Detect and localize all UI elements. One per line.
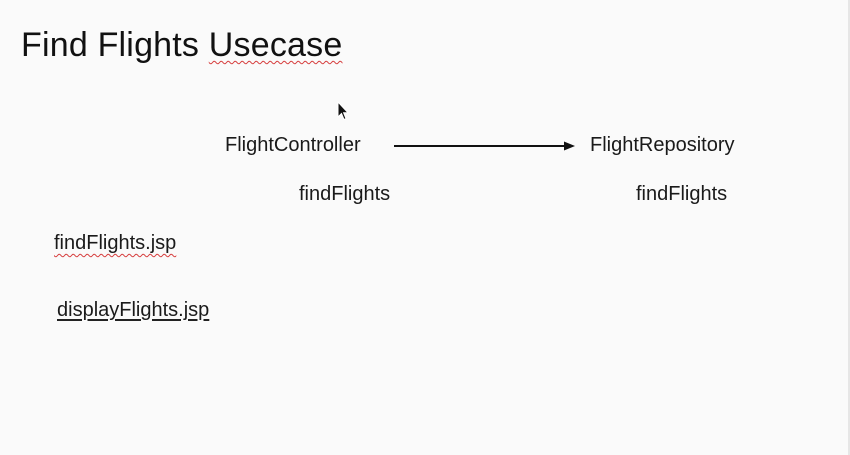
title-text: Find Flights	[21, 26, 209, 64]
display-flights-jsp-label: displayFlights.jsp	[57, 299, 210, 321]
mouse-pointer-icon	[337, 101, 349, 121]
flight-controller-label: FlightController	[225, 134, 361, 156]
title-usecase-word: Usecase	[208, 26, 343, 64]
page-title: Find Flights Usecase	[21, 26, 342, 65]
right-arrow-icon	[394, 141, 575, 151]
controller-method-label: findFlights	[299, 183, 391, 205]
slide-edge	[848, 0, 850, 455]
flight-repository-label: FlightRepository	[590, 134, 735, 156]
repository-method-label: findFlights	[636, 183, 728, 205]
find-flights-jsp-label: findFlights.jsp	[54, 232, 177, 254]
